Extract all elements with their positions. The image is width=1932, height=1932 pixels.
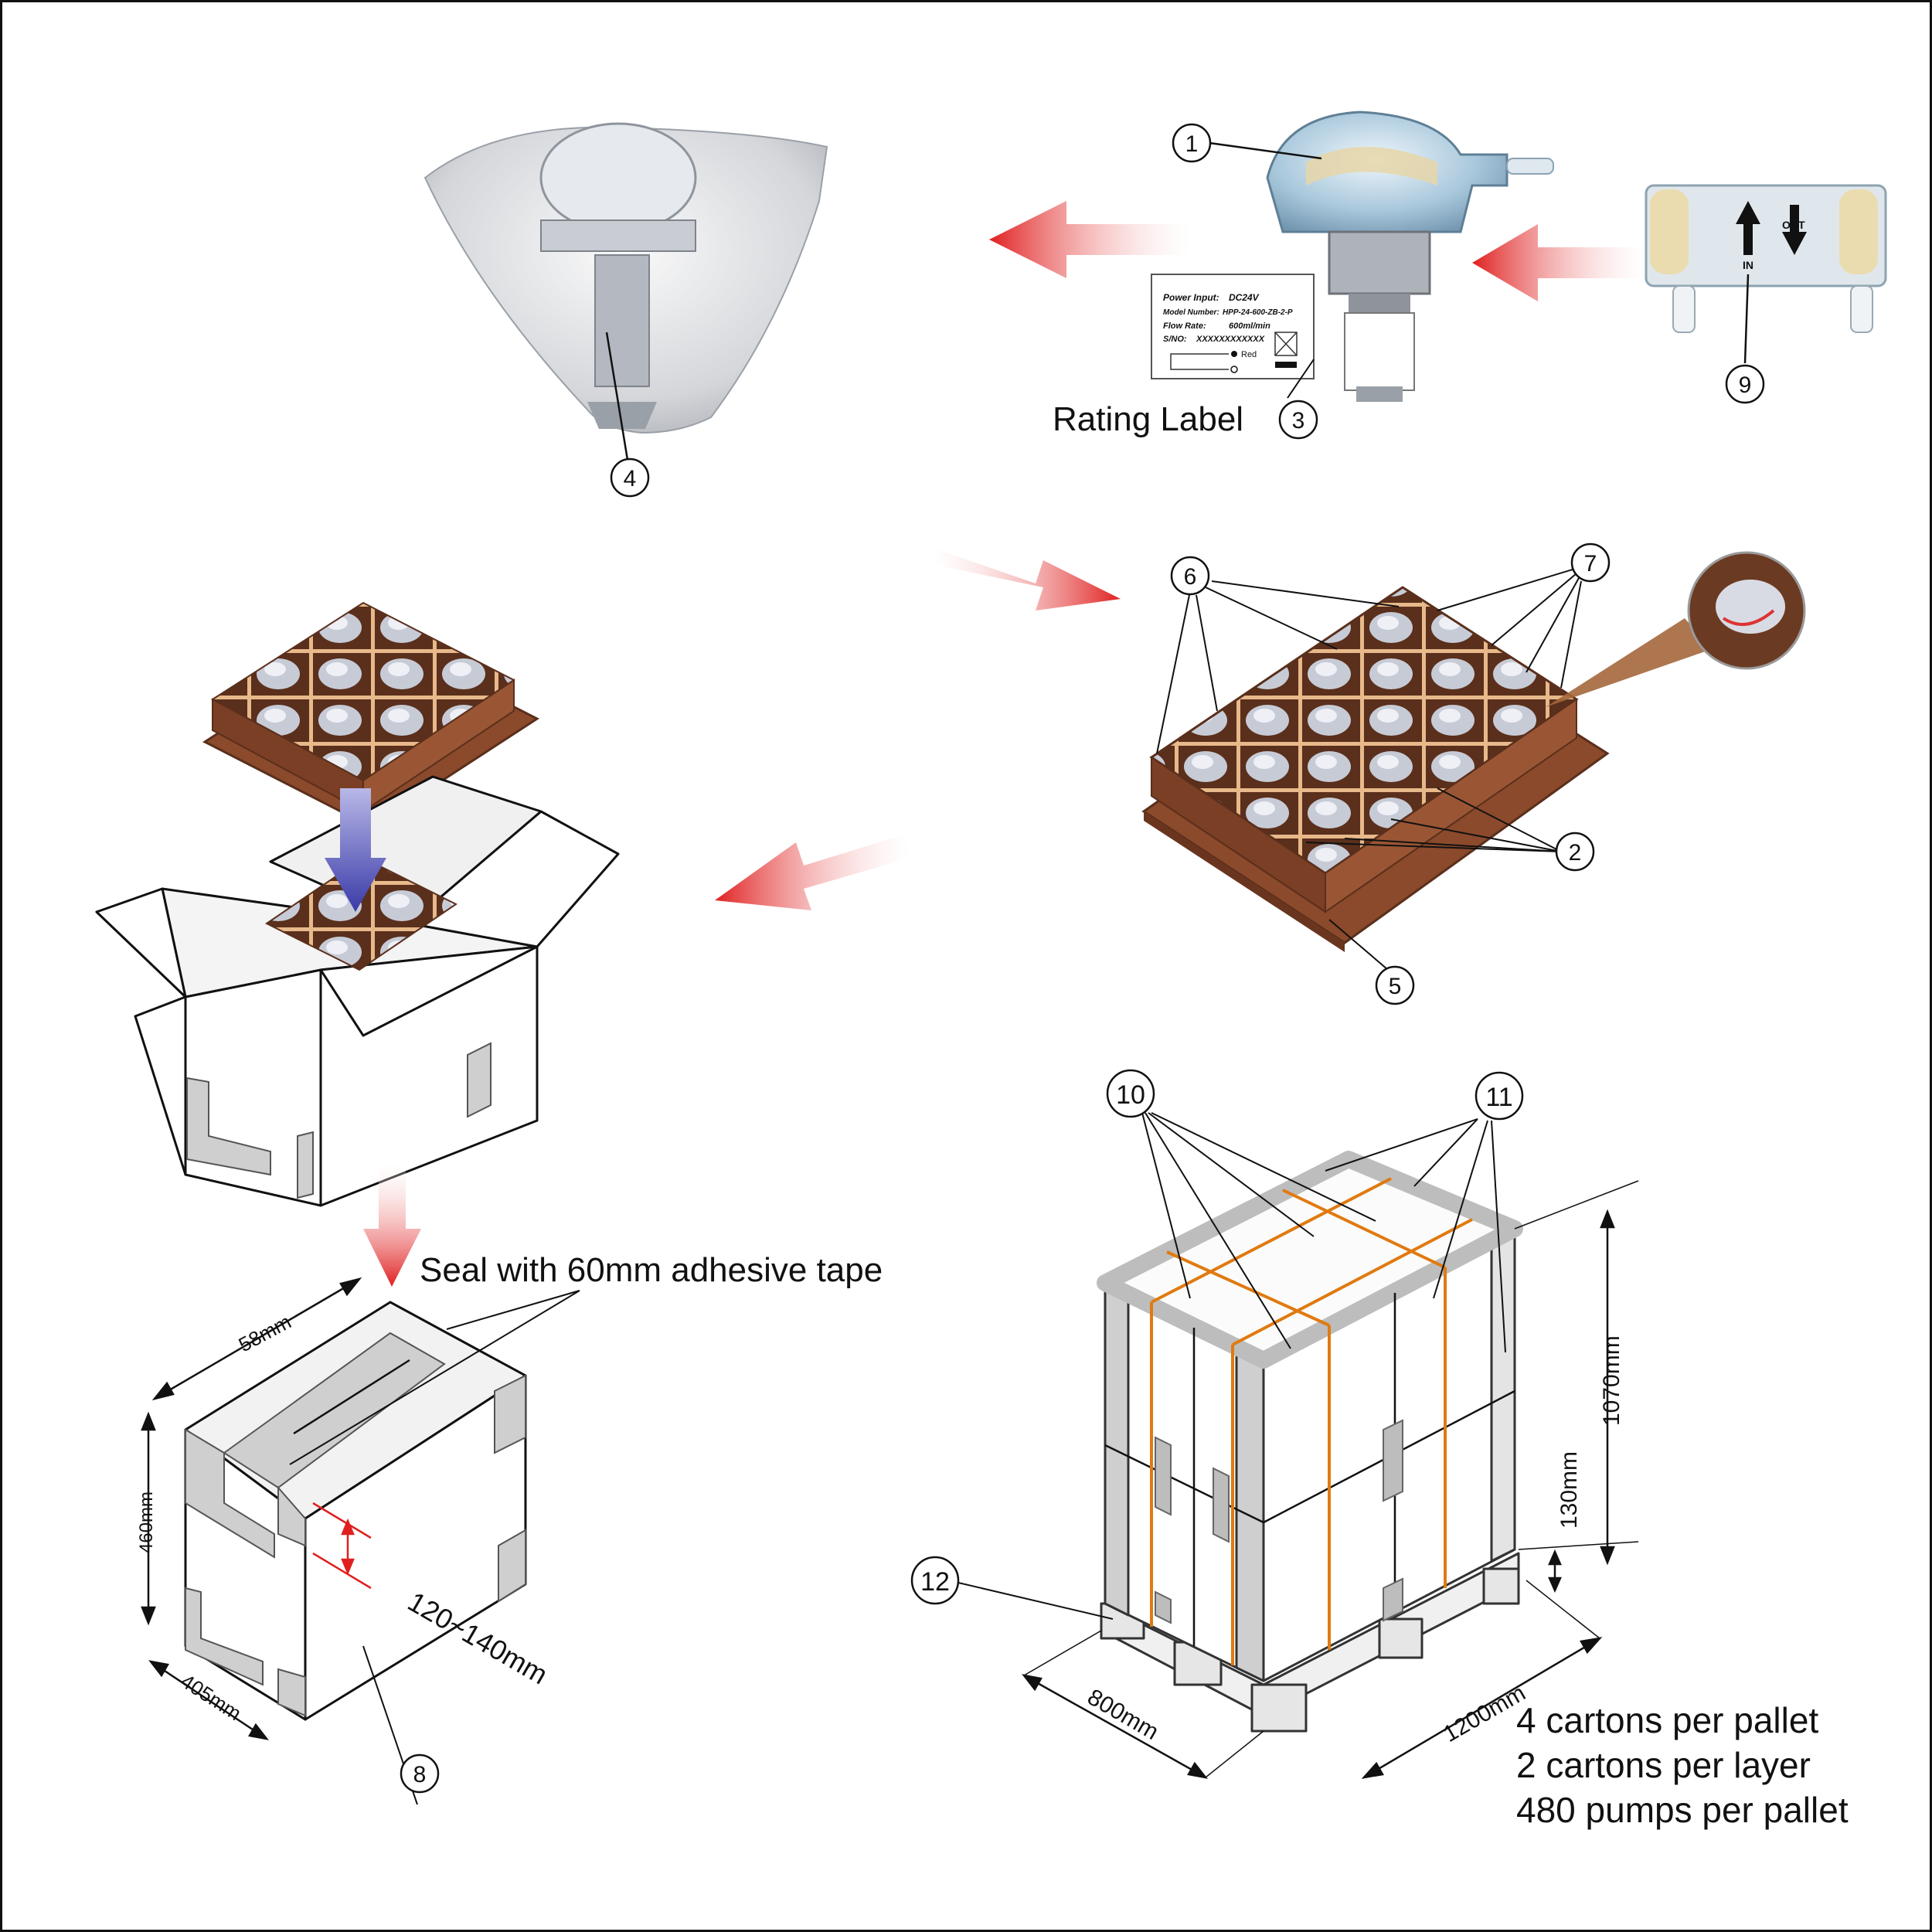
rating-card-flow-value: 600ml/min <box>1229 321 1270 331</box>
process-arrow-left-2 <box>1472 224 1646 301</box>
dim-1070mm: 1070mm <box>1599 1335 1624 1426</box>
pump-closeup-in-out: IN OUT <box>1645 184 1887 333</box>
callout-12-label: 12 <box>920 1567 950 1597</box>
callout-10-label: 10 <box>1116 1080 1145 1110</box>
callout-10: 10 <box>1106 1069 1155 1118</box>
callout-8: 8 <box>400 1753 440 1794</box>
leader-lines-7 <box>1437 568 1582 689</box>
leader-lines-seal-tape <box>289 1290 580 1465</box>
pallet-info-line2: 2 cartons per layer <box>1516 1745 1811 1785</box>
callout-12: 12 <box>910 1556 960 1605</box>
sealed-carton-tape <box>185 1332 526 1717</box>
rating-card-model-label: Model Number: <box>1163 308 1219 317</box>
callout-9-label: 9 <box>1739 372 1752 398</box>
magnified-cell-detail <box>1687 551 1806 670</box>
callout-11: 11 <box>1475 1071 1524 1121</box>
callout-7: 7 <box>1570 543 1611 583</box>
rating-label-text: Rating Label <box>1053 400 1243 438</box>
rating-label-card: Power Input: DC24V Model Number: HPP-24-… <box>1151 274 1315 379</box>
rating-card-sno-value: XXXXXXXXXXXX <box>1196 335 1265 344</box>
callout-4-label: 4 <box>624 466 637 492</box>
rating-card-power-value: DC24V <box>1229 292 1260 303</box>
callout-3: 3 <box>1278 400 1318 440</box>
callout-11-label: 11 <box>1485 1083 1512 1112</box>
dim-130mm: 130mm <box>1556 1451 1582 1529</box>
leader-line-5 <box>1328 919 1393 975</box>
leader-lines-10 <box>1141 1112 1376 1349</box>
open-carton <box>95 775 620 1207</box>
bagged-pump-illustration <box>423 122 828 434</box>
rating-card-sno-label: S/NO: <box>1163 335 1187 344</box>
process-arrow-left-1 <box>989 201 1190 278</box>
callout-1-label: 1 <box>1185 131 1199 157</box>
callout-5: 5 <box>1375 965 1415 1005</box>
callout-6: 6 <box>1170 556 1210 596</box>
pallet-assembly <box>1097 1151 1523 1733</box>
callout-7-label: 7 <box>1584 551 1597 577</box>
leader-line-3 <box>1287 359 1315 399</box>
flap-overlap-measure <box>312 1502 372 1590</box>
pallet-info-line3: 480 pumps per pallet <box>1516 1790 1849 1830</box>
callout-2-label: 2 <box>1569 840 1582 866</box>
open-carton-tape-corners <box>186 1042 492 1199</box>
pump-illustration <box>1266 111 1554 402</box>
leader-line-12 <box>957 1582 1114 1620</box>
leader-line-4 <box>605 332 629 461</box>
rating-card-model-value: HPP-24-600-ZB-2-P <box>1223 308 1293 317</box>
leader-line-1 <box>1209 141 1322 160</box>
dimension-lines-carton <box>141 1277 362 1740</box>
callout-2: 2 <box>1555 832 1595 872</box>
callout-3-label: 3 <box>1292 408 1305 434</box>
dimension-lines-pallet <box>1022 1180 1639 1779</box>
tape-seam <box>293 1359 410 1435</box>
callout-8-label: 8 <box>413 1762 427 1787</box>
rating-card-power-label: Power Input: <box>1163 292 1219 303</box>
leader-lines-2 <box>1305 787 1562 852</box>
pump-out-mark: OUT <box>1782 219 1805 231</box>
callout-5-label: 5 <box>1389 974 1402 999</box>
dim-58mm: 58mm <box>235 1310 295 1356</box>
callout-4: 4 <box>610 457 650 498</box>
callout-6-label: 6 <box>1184 564 1197 590</box>
pallet-tape-marks <box>1155 1419 1403 1624</box>
callout-1: 1 <box>1172 123 1212 163</box>
rating-card-flow-label: Flow Rate: <box>1163 321 1206 331</box>
leader-line-9 <box>1743 274 1750 364</box>
pallet-info-line1: 4 cartons per pallet <box>1516 1700 1818 1740</box>
leader-lines-11 <box>1325 1118 1506 1353</box>
pump-in-mark: IN <box>1743 259 1753 271</box>
process-arrow-down-left <box>715 835 910 910</box>
magnifier-beam <box>1546 618 1712 707</box>
divider-tray-large <box>1141 586 1610 952</box>
process-arrow-down-right <box>931 549 1121 611</box>
callout-9: 9 <box>1725 364 1765 404</box>
leader-lines-6 <box>1156 580 1400 754</box>
dim-460mm: 460mm <box>136 1492 157 1553</box>
rating-card-red-label: Red <box>1241 350 1257 359</box>
seal-tape-text: Seal with 60mm adhesive tape <box>420 1251 883 1289</box>
insert-arrow <box>325 788 386 912</box>
pallet-straps <box>1150 1177 1473 1665</box>
tray-in-carton <box>265 856 457 971</box>
process-arrow-down <box>363 1163 421 1287</box>
